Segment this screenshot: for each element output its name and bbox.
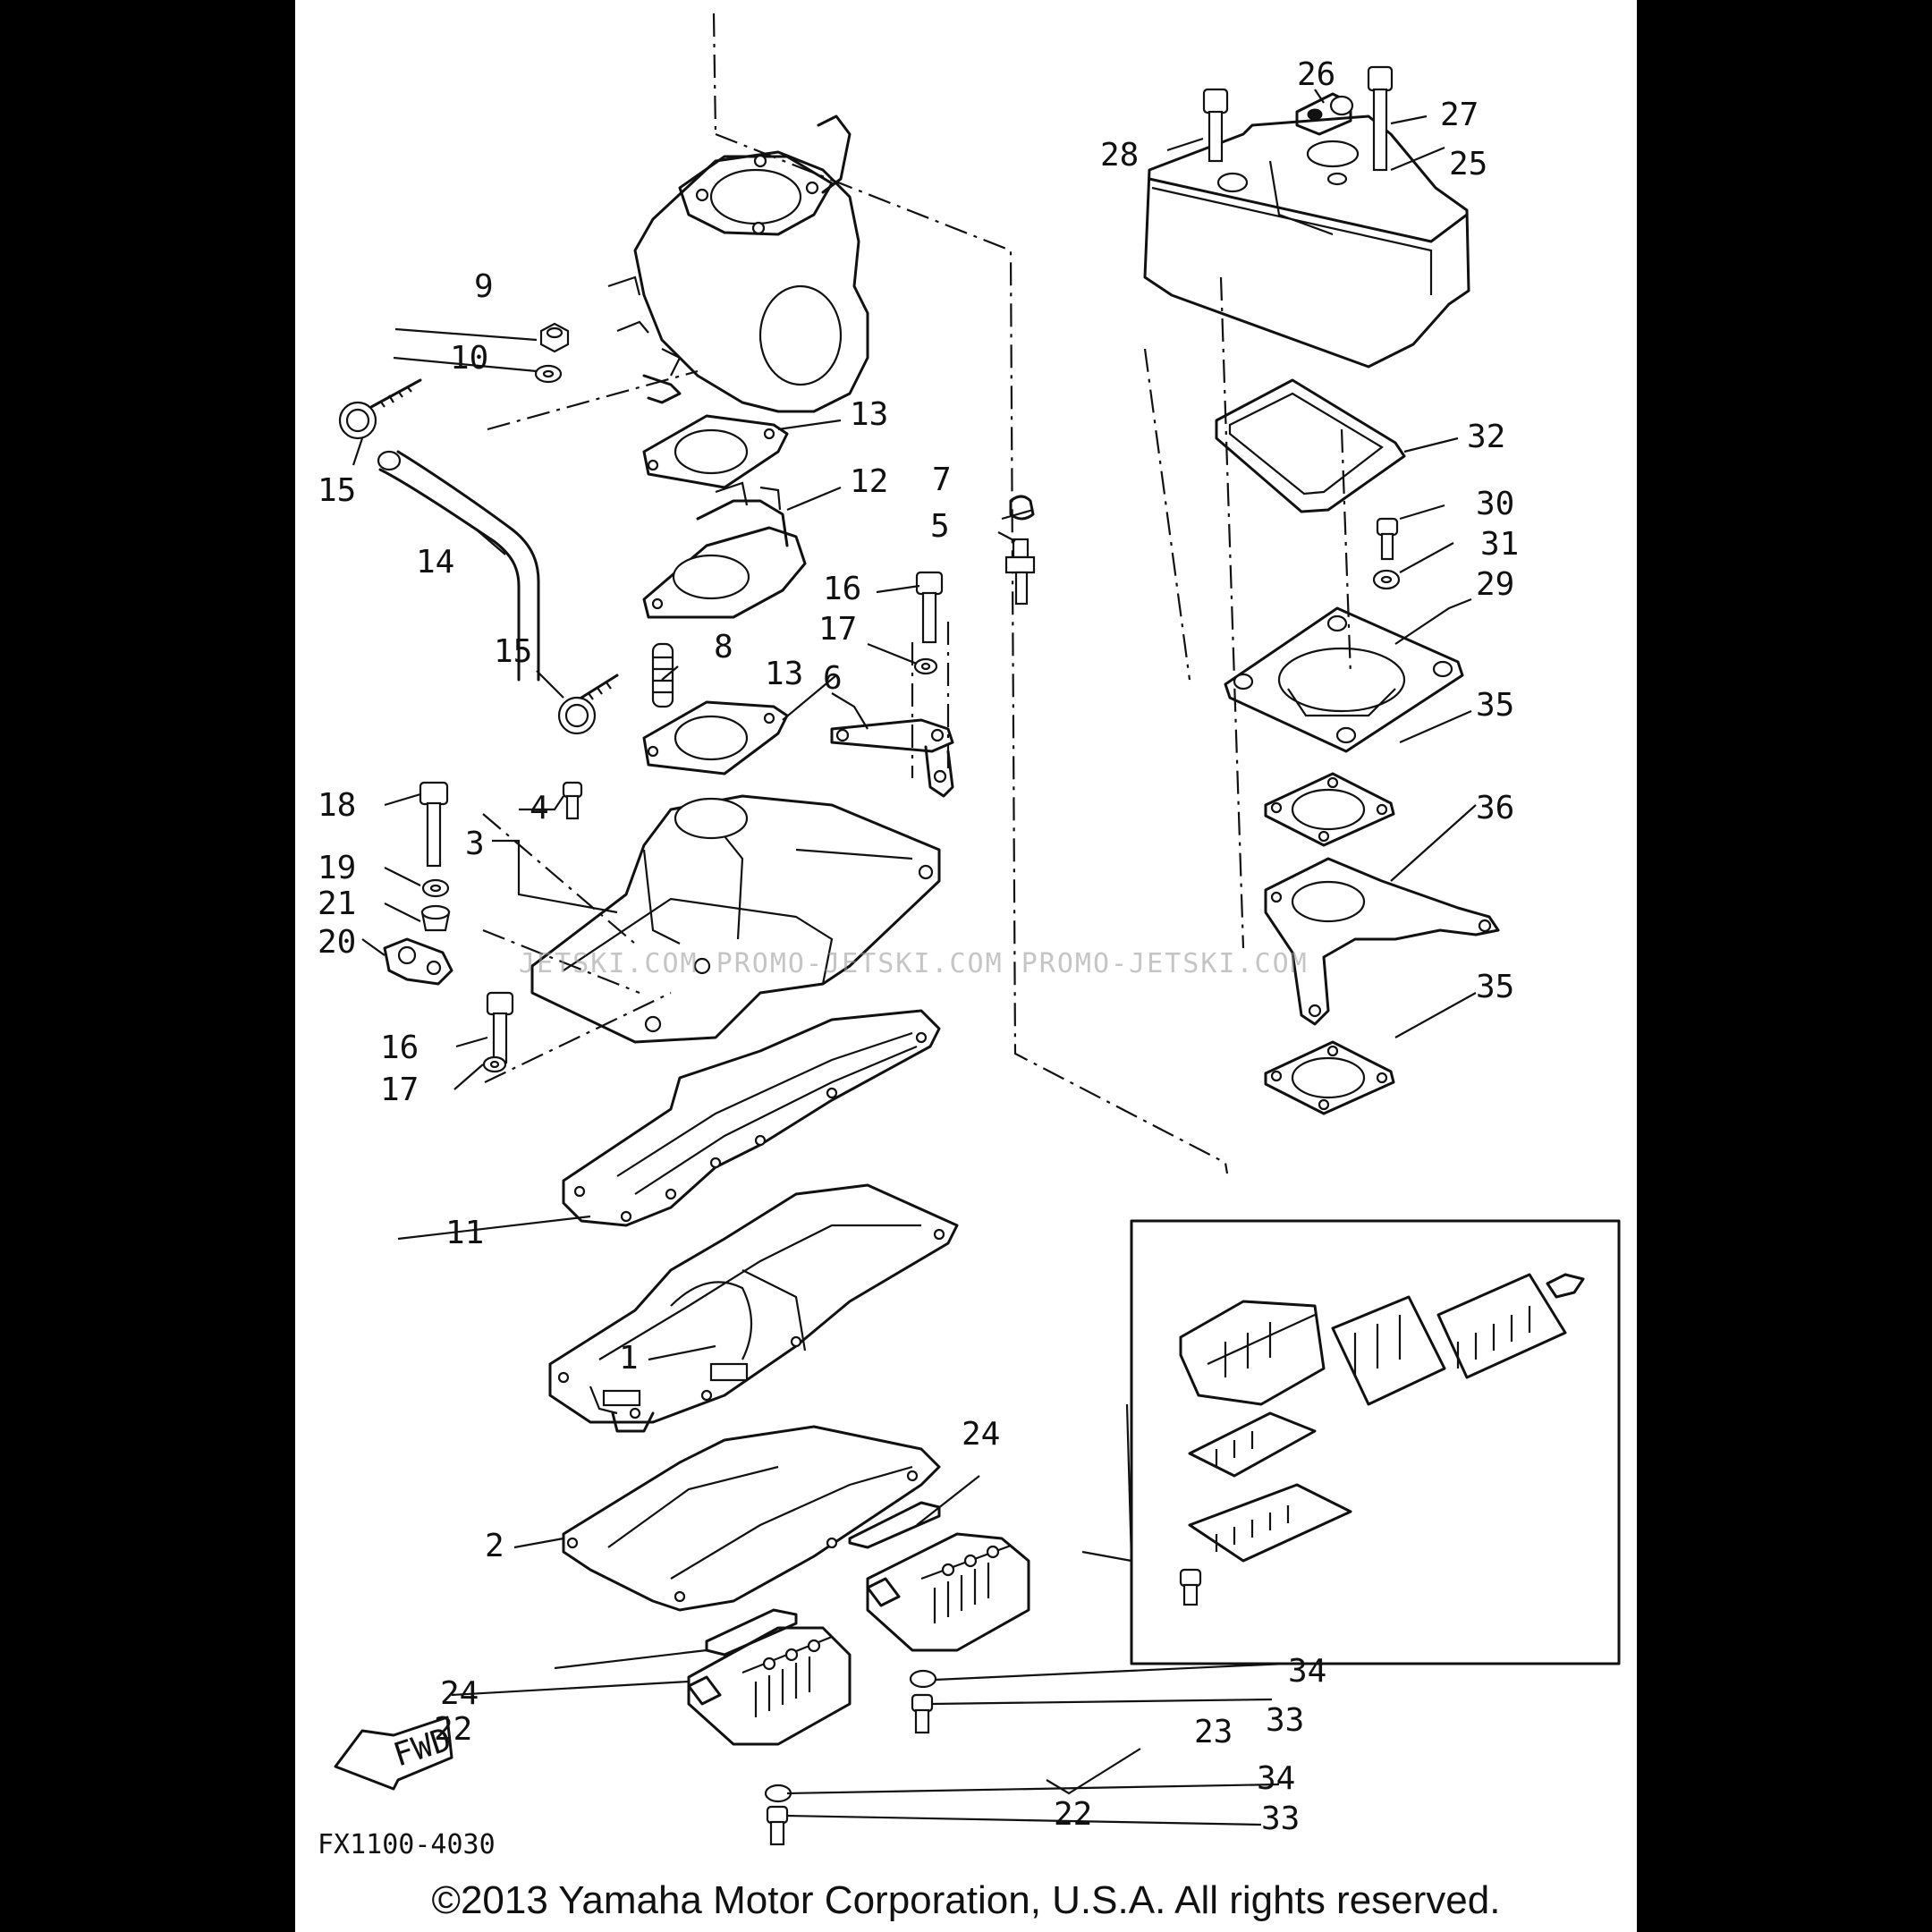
callout-22-left: 22	[434, 1711, 472, 1748]
callout-31: 31	[1480, 526, 1519, 563]
gasket-part-2[interactable]	[562, 1425, 941, 1612]
bolt-part-16-left[interactable]	[486, 991, 514, 1064]
washer-part-31[interactable]	[1372, 569, 1401, 590]
parts-diagram-sheet: FWD	[295, 0, 1637, 1932]
callout-20: 20	[318, 924, 356, 961]
callout-30: 30	[1476, 486, 1514, 522]
clamp-part-15-upper[interactable]	[338, 378, 422, 440]
bolt-part-28[interactable]	[1202, 88, 1229, 163]
gasket-part-11[interactable]	[562, 1009, 941, 1227]
callout-labels: 1 2 3 4 5 6 7 8 9 10 11 12 13 13 14 15 1…	[318, 56, 1519, 1837]
gasket-part-24-left[interactable]	[705, 1608, 798, 1657]
callout-34-right: 34	[1288, 1653, 1326, 1690]
bracket-part-20[interactable]	[383, 937, 453, 986]
reed-valve-kit-box-part-23[interactable]	[1130, 1219, 1621, 1665]
reed-valve-part-22-right[interactable]	[866, 1532, 1030, 1652]
intake-manifold-part-3[interactable]	[530, 794, 941, 1044]
callout-19: 19	[318, 850, 356, 886]
air-filter-base-part-29[interactable]	[1224, 606, 1464, 753]
callout-6: 6	[823, 660, 843, 697]
cap-part-7[interactable]	[1009, 495, 1035, 521]
washer-part-17-left[interactable]	[482, 1055, 507, 1073]
screw-part-4[interactable]	[562, 781, 583, 820]
bolt-part-30[interactable]	[1376, 517, 1399, 561]
gasket-part-24-right[interactable]	[848, 1501, 941, 1549]
callout-2: 2	[485, 1528, 504, 1564]
callout-5: 5	[930, 508, 950, 545]
carburetor-body	[607, 114, 869, 413]
callout-26: 26	[1297, 56, 1335, 93]
callout-9: 9	[474, 268, 494, 305]
washer-part-34-right[interactable]	[909, 1669, 937, 1689]
gasket-part-13-upper[interactable]	[642, 414, 789, 489]
callout-36: 36	[1476, 790, 1514, 826]
bolt-part-18[interactable]	[419, 781, 449, 868]
callout-8: 8	[714, 629, 733, 665]
cap-part-26[interactable]	[1295, 92, 1354, 136]
diagram-code: FX1100-4030	[318, 1829, 496, 1860]
leader-lines	[352, 89, 1477, 1826]
bolt-part-33-right[interactable]	[911, 1693, 934, 1734]
gasket-part-13-lower[interactable]	[642, 700, 789, 775]
callout-22-bottom: 22	[1054, 1796, 1092, 1833]
fitting-part-5[interactable]	[1004, 538, 1036, 606]
gasket-part-32[interactable]	[1215, 378, 1406, 513]
callout-7: 7	[932, 462, 952, 498]
callout-16-left: 16	[380, 1030, 419, 1066]
bolt-part-16-right[interactable]	[915, 571, 944, 644]
washer-part-10[interactable]	[534, 364, 563, 384]
callout-1: 1	[619, 1340, 639, 1377]
callout-28: 28	[1100, 137, 1139, 174]
callout-33-left: 33	[1261, 1801, 1300, 1837]
callout-12: 12	[850, 463, 888, 500]
callout-10: 10	[450, 340, 488, 377]
callout-35-upper: 35	[1476, 687, 1514, 724]
callout-16-right: 16	[823, 571, 861, 607]
callout-15-upper: 15	[318, 472, 356, 509]
stud-part-8[interactable]	[651, 642, 674, 708]
collar-part-21[interactable]	[420, 904, 451, 932]
callout-14: 14	[416, 544, 454, 580]
callout-17-right: 17	[818, 611, 857, 648]
hose-part-14[interactable]	[377, 450, 540, 682]
callout-17-left: 17	[380, 1072, 419, 1108]
spacer-part-12[interactable]	[642, 481, 807, 619]
copyright-notice: ©2013 Yamaha Motor Corporation, U.S.A. A…	[431, 1878, 1501, 1922]
watermark: JETSKI.COM PROMO-JETSKI.COM PROMO-JETSKI…	[519, 948, 1309, 979]
callout-4: 4	[530, 790, 549, 826]
washer-part-19[interactable]	[421, 878, 450, 898]
callout-24-right: 24	[962, 1416, 1000, 1453]
callout-35-lower: 35	[1476, 969, 1514, 1005]
callout-24-left: 24	[440, 1675, 479, 1712]
callout-25: 25	[1449, 146, 1487, 182]
airbox-cover-part-25[interactable]	[1143, 114, 1470, 369]
callout-18: 18	[318, 787, 356, 824]
bolt-part-33-left[interactable]	[766, 1805, 789, 1846]
gasket-part-35-lower[interactable]	[1264, 1040, 1395, 1115]
bolt-part-27[interactable]	[1367, 65, 1394, 172]
clamp-part-15-lower[interactable]	[557, 674, 619, 735]
callout-21: 21	[318, 886, 356, 922]
reed-housing-part-1[interactable]	[548, 1183, 959, 1433]
gasket-part-35-upper[interactable]	[1264, 772, 1395, 847]
nut-part-9[interactable]	[539, 322, 570, 353]
callout-34-left: 34	[1257, 1760, 1295, 1797]
callout-13-upper: 13	[850, 396, 888, 433]
bracket-part-6[interactable]	[830, 718, 954, 798]
callout-11: 11	[445, 1215, 484, 1251]
callout-29: 29	[1476, 566, 1514, 603]
callout-13-lower: 13	[765, 656, 803, 692]
washer-part-34-left[interactable]	[764, 1784, 792, 1803]
callout-3: 3	[465, 826, 485, 862]
callout-27: 27	[1440, 97, 1479, 133]
callout-23: 23	[1194, 1714, 1233, 1750]
exploded-parts-diagram: FWD	[318, 13, 1621, 1860]
bracket-part-36[interactable]	[1264, 857, 1500, 1026]
callout-15-lower: 15	[494, 633, 532, 670]
washer-part-17-right[interactable]	[913, 657, 938, 675]
reed-valve-part-22-left[interactable]	[687, 1626, 852, 1746]
callout-32: 32	[1467, 419, 1505, 455]
callout-33-right: 33	[1266, 1702, 1304, 1739]
